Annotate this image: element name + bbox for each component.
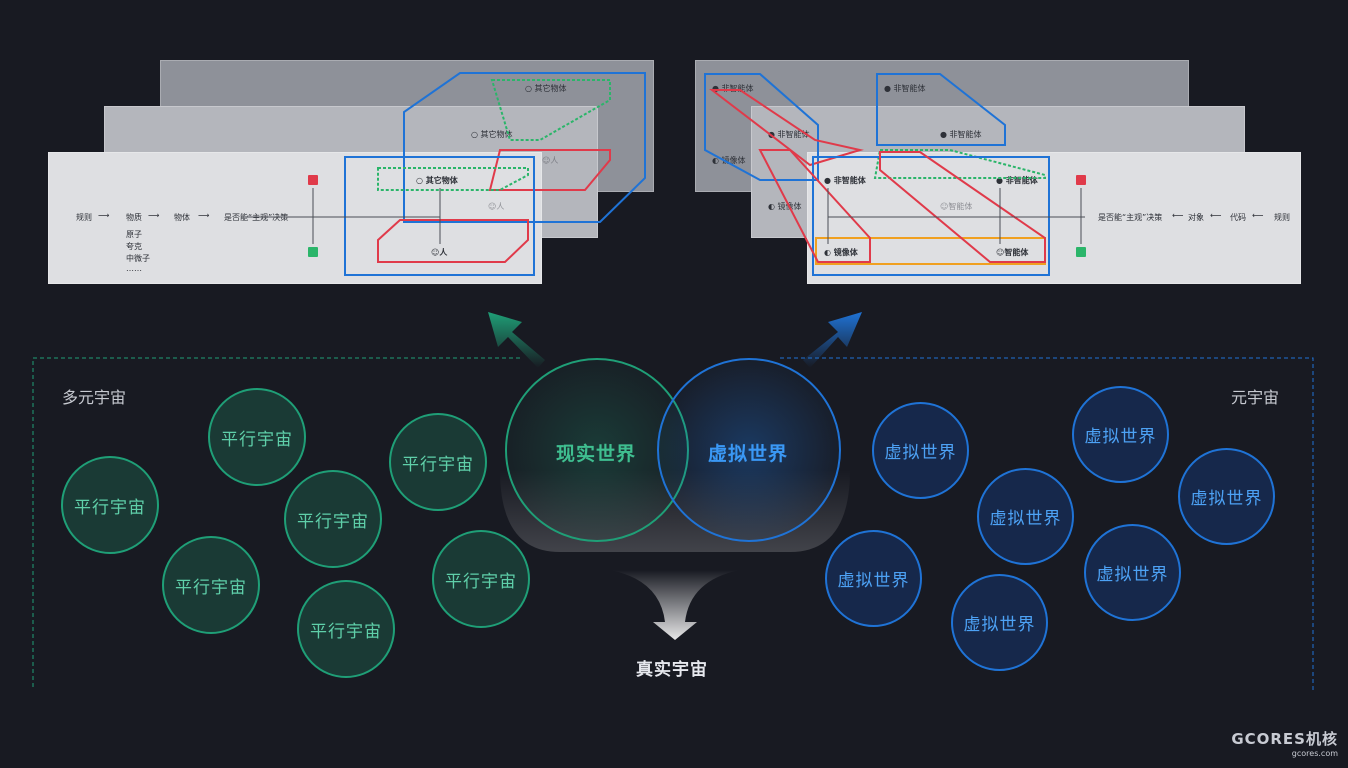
true-universe-label: 真实宇宙 [636, 660, 708, 680]
virtual-world-circle: 虚拟世界 [872, 402, 969, 499]
right-front-blue-frame [812, 156, 1050, 276]
right-front-mirror: ◐ 镜像体 [824, 248, 858, 257]
right-back-intelligent: ● 非智能体 [884, 84, 926, 93]
virtual-world-circle: 虚拟世界 [1084, 524, 1181, 621]
left-back-blue-frame [403, 72, 646, 223]
virtual-world-circle: 虚拟世界 [825, 530, 922, 627]
left-back-red-frame [488, 149, 611, 191]
parallel-universe-circle: 平行宇宙 [208, 388, 306, 486]
right-mid-intelligent: ● 非智能体 [940, 130, 982, 139]
parallel-universe-circle: 平行宇宙 [389, 413, 487, 511]
left-front-green-frame [377, 167, 529, 191]
left-front-other-object: ○ 其它物体 [416, 176, 458, 185]
left-chain-arrow-2: ⟶ [148, 211, 160, 220]
left-back-person: ☺人 [542, 156, 559, 165]
right-front-intelligent-top: ● 非智能体 [996, 176, 1038, 185]
multiverse-region [32, 357, 520, 690]
parallel-universe-circle: 平行宇宙 [432, 530, 530, 628]
left-particle-ellipsis: …… [126, 264, 142, 273]
multiverse-label: 多元宇宙 [62, 388, 127, 407]
left-frames [245, 72, 646, 276]
virtual-world-circle: 虚拟世界 [951, 574, 1048, 671]
parallel-universe-circle: 平行宇宙 [284, 470, 382, 568]
right-layer-front [807, 152, 1301, 284]
left-back-green-frame [490, 79, 611, 141]
watermark-url: gcores.com [1291, 749, 1338, 758]
right-back-non-intelligent: ● 非智能体 [712, 84, 754, 93]
parallel-universe-circle: 平行宇宙 [61, 456, 159, 554]
venn-virtual-circle [657, 358, 841, 542]
funnel-down [610, 570, 740, 640]
right-front-intelligent: ☺智能体 [996, 248, 1029, 257]
virtual-world-circle: 虚拟世界 [977, 468, 1074, 565]
right-back-red-frame [709, 89, 864, 167]
right-front-orange-frame [815, 237, 1046, 265]
parallel-universe-circle: 平行宇宙 [162, 536, 260, 634]
left-front-red-frame [377, 219, 529, 263]
right-front-red-frame-2 [758, 149, 871, 263]
right-back-blue-frame-2 [876, 73, 1006, 146]
left-front-blue-frame [344, 156, 535, 276]
right-chain-arrow-2: ⟵ [1210, 211, 1222, 220]
right-frames [704, 73, 1085, 276]
left-particle-neutrino: 中微子 [126, 254, 150, 263]
right-chain-code: 代码 [1230, 213, 1246, 222]
virtual-world-circle: 虚拟世界 [1072, 386, 1169, 483]
left-reject-icon [308, 175, 318, 185]
right-chain-arrow-3: ⟵ [1252, 211, 1264, 220]
left-mid-person: ☺人 [488, 202, 505, 211]
left-accept-icon [308, 247, 318, 257]
right-reject-icon [1076, 175, 1086, 185]
parallel-universe-circle: 平行宇宙 [297, 580, 395, 678]
venn-real-label: 现实世界 [556, 443, 637, 465]
left-particle-atom: 原子 [126, 230, 142, 239]
right-chain-arrow-1: ⟵ [1172, 211, 1184, 220]
left-chain-arrow-3: ⟶ [198, 211, 210, 220]
left-chain-matter: 物质 [126, 213, 142, 222]
left-chain-arrow-1: ⟶ [98, 211, 110, 220]
left-chain-rule: 规则 [76, 213, 92, 222]
left-mid-other-object: ○ 其它物体 [471, 130, 513, 139]
left-back-other-object: ○ 其它物体 [525, 84, 567, 93]
left-chain-object: 物体 [174, 213, 190, 222]
right-front-red-frame [879, 151, 1046, 263]
right-front-non-intelligent: ● 非智能体 [824, 176, 866, 185]
metaverse-region [780, 357, 1314, 690]
right-back-green-frame [873, 149, 1046, 179]
venn-virtual-label: 虚拟世界 [708, 443, 789, 465]
metaverse-label: 元宇宙 [1231, 388, 1280, 407]
right-chain-decision: 是否能“主观”决策 [1098, 213, 1163, 222]
right-chain-rule: 规则 [1274, 213, 1290, 222]
arrow-to-right-panel [803, 312, 862, 368]
right-mid-intelligent-dim: ☺智能体 [940, 202, 973, 211]
right-back-mirror: ◐ 镜像体 [712, 156, 746, 165]
left-front-person: ☺人 [431, 248, 448, 257]
left-particle-quark: 夸克 [126, 242, 142, 251]
watermark: GCORES机核 gcores.com [1231, 728, 1338, 758]
virtual-world-circle: 虚拟世界 [1178, 448, 1275, 545]
watermark-brand: GCORES机核 [1231, 730, 1338, 748]
right-chain-object: 对象 [1188, 213, 1204, 222]
arrow-to-left-panel [488, 312, 545, 368]
right-accept-icon [1076, 247, 1086, 257]
